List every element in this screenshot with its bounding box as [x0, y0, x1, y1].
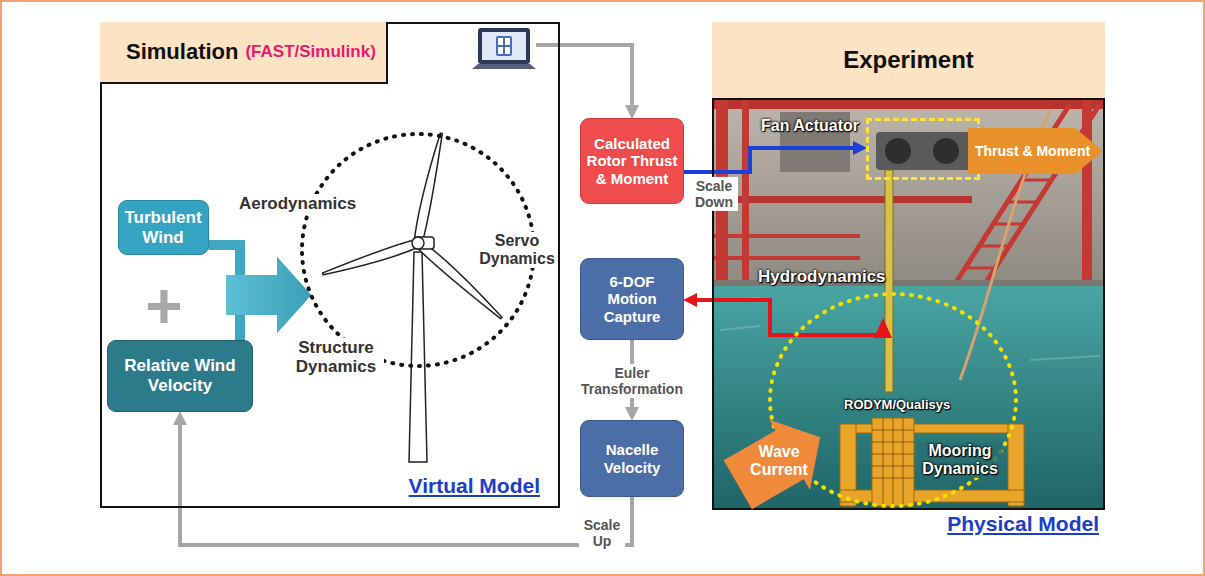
dynamics-label: Structure Dynamics: [288, 338, 384, 376]
model-tower: [885, 170, 893, 392]
text-holder: Aerodynamics: [237, 194, 358, 213]
turbine-blade: [413, 132, 446, 244]
edge-label: Euler Transformation: [576, 364, 688, 398]
photo-label: Mooring Dynamics: [918, 442, 1002, 478]
panel-header: Simulation (FAST/Simulink): [100, 22, 388, 84]
panel-title: Experiment: [843, 46, 974, 74]
wave-arrow: Wave Current: [722, 418, 834, 510]
connector: [226, 257, 311, 340]
simulation-panel: Simulation (FAST/Simulink) Virtual Model Tu…: [100, 22, 560, 508]
block-arrow: [968, 128, 1103, 174]
node-text: Turbulent Wind: [123, 208, 204, 247]
text-holder: Virtual Model: [409, 474, 540, 498]
marker-lead: [793, 333, 876, 337]
fan: [885, 138, 911, 164]
dynamics-circle: AerodynamicsServo DynamicsStructure Dyna…: [300, 132, 536, 368]
connector-line: [697, 300, 796, 335]
node-text: Thrust & Moment: [975, 143, 1090, 159]
photo-label: RODYM/Qualisys: [844, 398, 950, 413]
node-text: Relative Wind Velocity: [112, 356, 248, 395]
tank-photo: [712, 22, 1105, 510]
dynamics-label: Aerodynamics: [237, 194, 358, 213]
connector: [560, 45, 632, 105]
node-text: Calculated Rotor Thrust & Moment: [585, 135, 679, 187]
platform-center-column: [872, 418, 914, 506]
experiment-panel: ExperimentPhysical ModelFan ActuatorThru…: [712, 22, 1105, 510]
connector: [684, 148, 853, 172]
laptop-base: [472, 64, 536, 69]
process-box: 6-DOF Motion Capture: [580, 258, 684, 340]
thrust-arrow: Thrust & Moment: [968, 128, 1103, 174]
label-holder: +: [145, 274, 182, 338]
process-box: Nacelle Velocity: [580, 420, 684, 497]
block-arrow: [718, 402, 841, 520]
connector-line: [684, 148, 853, 172]
dynamics-label: Servo Dynamics: [479, 232, 555, 268]
text-holder: Physical Model: [947, 512, 1099, 536]
screen-icon: [496, 36, 512, 56]
node-text: 6-DOF Motion Capture: [585, 273, 679, 325]
model-caption: Virtual Model: [409, 474, 540, 498]
column-mesh: [872, 418, 914, 506]
screen-icon: [505, 38, 510, 45]
laptop-screen: [482, 32, 526, 60]
connector: [209, 245, 312, 333]
laptop-lead: [536, 43, 560, 47]
screen-icon: [498, 47, 503, 54]
panel-subtitle: (FAST/Simulink): [245, 42, 375, 62]
motion-marker: [874, 318, 892, 338]
laptop-icon: [472, 28, 536, 69]
screen-icon: [498, 38, 503, 45]
arrow-text: Wave Current: [747, 443, 811, 478]
fan-actuator: [876, 132, 970, 170]
turbine-hub: [412, 237, 424, 249]
platform-brace: [840, 424, 1024, 433]
platform-pontoon: [840, 490, 1024, 502]
edge-label-holder: Euler Transformation: [576, 364, 688, 398]
laptop-lid: [478, 28, 530, 64]
model-caption: Physical Model: [947, 512, 1099, 536]
text-holder: Hydrodynamics: [758, 267, 886, 286]
panel-header: Experiment: [712, 22, 1105, 100]
edge-label-holder: Scale Down: [690, 177, 738, 211]
photo-label: Fan Actuator: [761, 117, 859, 135]
photo-label: Hydrodynamics: [758, 267, 886, 286]
node-text: Nacelle Velocity: [585, 441, 679, 476]
fan: [933, 138, 959, 164]
turbine-blade: [321, 239, 419, 279]
input-box: Relative Wind Velocity: [107, 340, 253, 412]
connectors: [180, 45, 853, 545]
railing: [712, 236, 860, 258]
text-holder: Servo Dynamics: [479, 232, 555, 268]
steel-beam: [712, 100, 1105, 109]
turbine-tower: [409, 252, 427, 462]
text-holder: RODYM/Qualisys: [844, 398, 950, 413]
edge-label-holder: Scale Up: [579, 516, 625, 550]
connector-line: [180, 425, 632, 545]
text-holder: Fan Actuator: [761, 117, 859, 135]
steel-pillar: [1082, 100, 1092, 284]
actuator-box: Fan Actuator: [866, 118, 980, 180]
edge-label: Scale Down: [690, 177, 738, 211]
panel-title: Simulation: [126, 39, 238, 65]
text-holder: Mooring Dynamics: [918, 442, 1002, 478]
block-arrow: [226, 257, 311, 333]
hall-background: [712, 22, 1105, 284]
connector: [180, 425, 632, 545]
text-holder: Structure Dynamics: [288, 338, 384, 376]
input-box: Turbulent Wind: [118, 200, 209, 255]
connector-line: [560, 45, 632, 105]
process-box: Calculated Rotor Thrust & Moment: [580, 118, 684, 204]
connector: [697, 300, 796, 335]
steel-beam: [712, 196, 972, 203]
wind-turbine: [321, 132, 504, 462]
plus-sign: +: [145, 274, 182, 338]
text-holder: Wave Current: [747, 443, 811, 478]
edge-label: Scale Up: [579, 516, 625, 550]
screen-icon: [505, 47, 510, 54]
